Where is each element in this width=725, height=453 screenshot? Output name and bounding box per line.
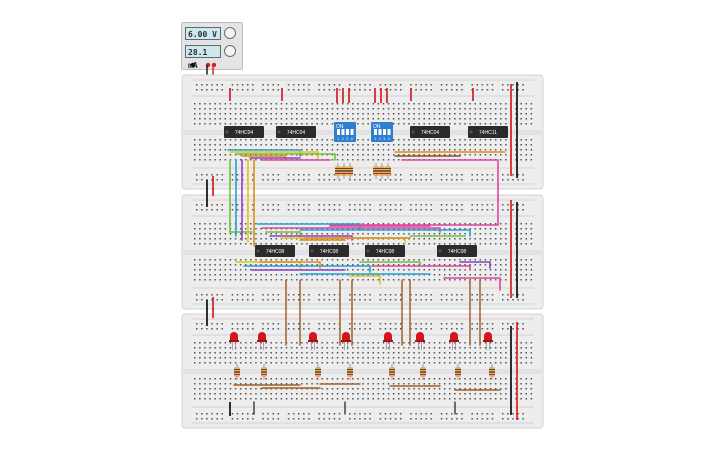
ic-chip[interactable]: 74HC08 [255, 245, 295, 257]
wire-27[interactable] [359, 261, 421, 267]
led[interactable] [383, 332, 393, 350]
ic-chip[interactable]: 74HC08 [309, 245, 349, 257]
dip-position-label: 3 [346, 137, 348, 141]
led[interactable] [483, 332, 493, 350]
ic-chip[interactable]: 74HC08 [365, 245, 405, 257]
voltage-knob[interactable] [224, 27, 236, 39]
voltage-display: 6.00 V [185, 27, 221, 40]
led[interactable] [308, 332, 318, 350]
resistor[interactable] [347, 163, 353, 179]
dip-position-label: 4 [351, 137, 353, 141]
chip-label: 74HC04 [235, 130, 254, 136]
resistor[interactable] [379, 163, 385, 179]
dip-position-label: 3 [383, 137, 385, 141]
chip-label: 74HC11 [479, 130, 497, 136]
chip-label: 74HC04 [421, 130, 440, 136]
chip-label: 74HC08 [376, 249, 395, 255]
resistor[interactable] [373, 163, 379, 179]
dip-toggle[interactable] [346, 129, 349, 135]
resistor[interactable] [385, 163, 391, 179]
led[interactable] [415, 332, 425, 350]
ic-chip[interactable]: 74HC04 [276, 126, 316, 138]
dip-toggle[interactable] [387, 129, 391, 135]
dip-toggle[interactable] [341, 129, 345, 135]
resistor[interactable] [261, 364, 267, 380]
resistor[interactable] [455, 364, 461, 380]
resistor[interactable] [315, 364, 321, 380]
wire-3[interactable] [235, 153, 336, 161]
wire-31[interactable] [459, 261, 491, 269]
wire-32[interactable] [443, 277, 501, 291]
wire-9[interactable] [329, 159, 499, 226]
chip-label: 74HC04 [287, 130, 306, 136]
ic-chip[interactable]: 74HC08 [437, 245, 477, 257]
wire-26[interactable] [259, 261, 321, 269]
dip-position-label: 2 [379, 137, 381, 141]
dip-toggle[interactable] [337, 129, 340, 135]
led[interactable] [341, 332, 351, 350]
wire-10[interactable] [229, 159, 253, 233]
resistor[interactable] [420, 364, 426, 380]
led[interactable] [229, 332, 239, 350]
resistor[interactable] [234, 364, 240, 380]
wire-29[interactable] [349, 275, 381, 285]
current-knob[interactable] [224, 45, 236, 57]
dip-position-label: 1 [337, 137, 339, 141]
resistor[interactable] [347, 364, 353, 380]
wire-28[interactable] [371, 265, 471, 271]
dip-on-label: ON [373, 124, 381, 130]
dip-toggle[interactable] [350, 129, 354, 135]
resistor[interactable] [489, 364, 495, 380]
dip-position-label: 2 [342, 137, 344, 141]
resistor[interactable] [341, 163, 347, 179]
dip-on-label: ON [336, 124, 344, 130]
wire-2[interactable] [229, 151, 319, 159]
chip-label: 74HC08 [448, 249, 467, 255]
led[interactable] [257, 332, 267, 350]
chip-label: 74HC08 [320, 249, 339, 255]
ic-chip[interactable]: 74HC04 [410, 126, 450, 138]
dip-position-label: 1 [374, 137, 376, 141]
dip-toggle[interactable] [378, 129, 382, 135]
ic-chip[interactable]: 74HC11 [468, 126, 508, 138]
wire-20[interactable] [299, 229, 471, 237]
resistor[interactable] [389, 364, 395, 380]
ic-chip[interactable]: 74HC04 [224, 126, 264, 138]
dip-toggle[interactable] [383, 129, 386, 135]
dip-position-label: 4 [388, 137, 390, 141]
resistor[interactable] [335, 163, 341, 179]
chip-label: 74HC08 [266, 249, 285, 255]
led[interactable] [449, 332, 459, 350]
dip-toggle[interactable] [374, 129, 377, 135]
wire-24[interactable] [243, 265, 371, 273]
